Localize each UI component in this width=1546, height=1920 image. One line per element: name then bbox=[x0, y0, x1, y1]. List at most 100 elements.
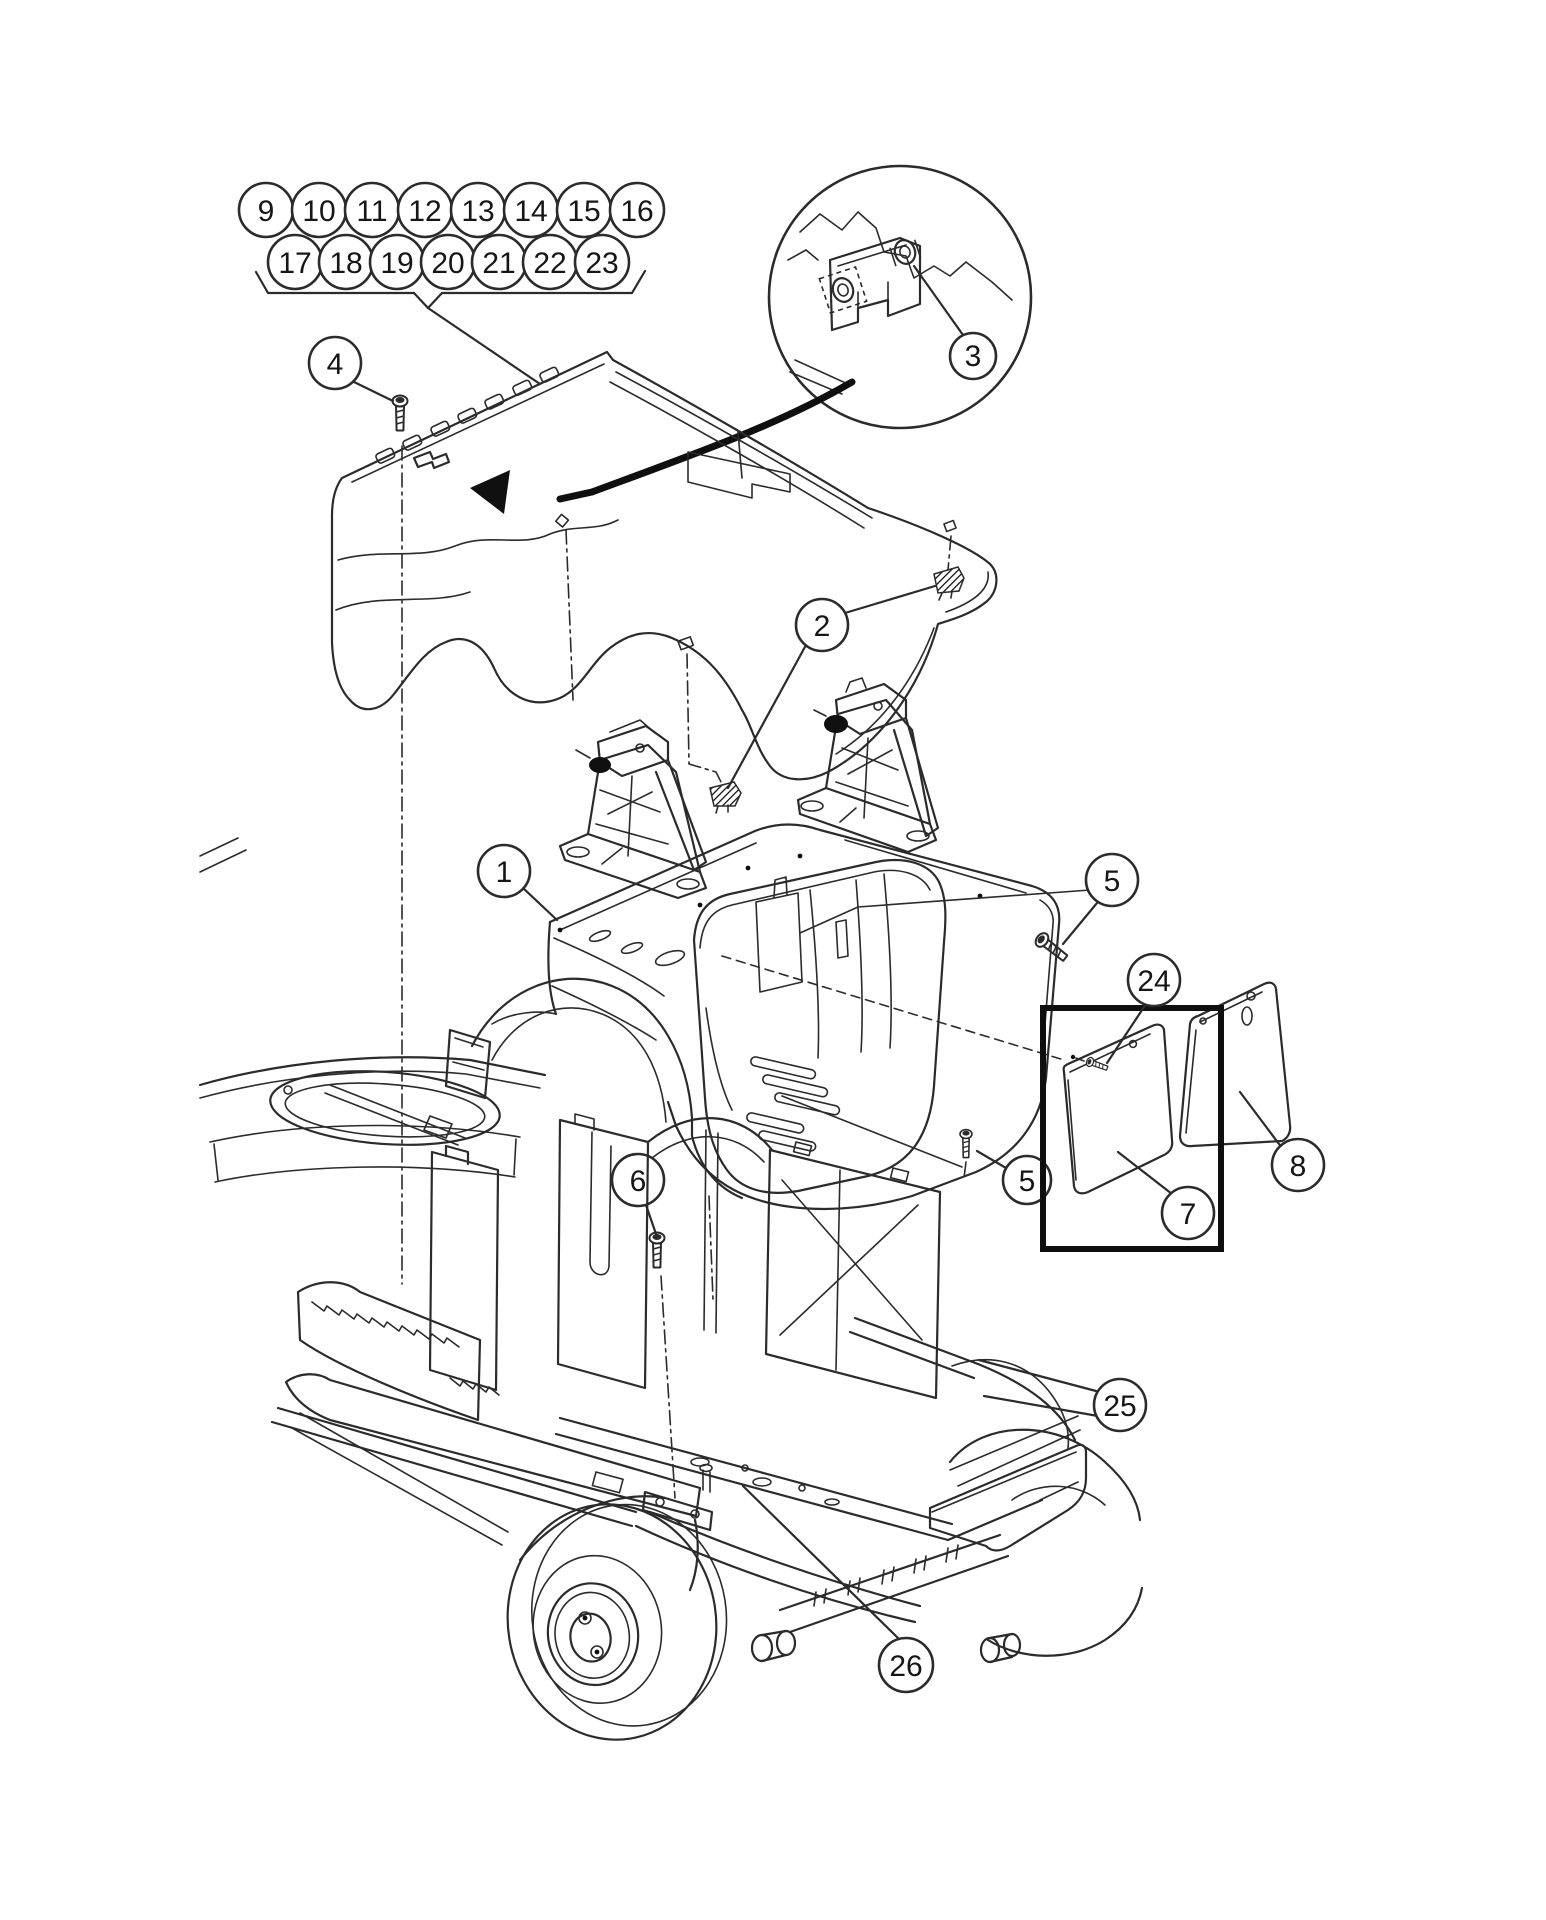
callout-25: 25 bbox=[1092, 1377, 1148, 1433]
clip-fastener bbox=[709, 781, 742, 807]
callout-12-label: 12 bbox=[408, 195, 441, 228]
support-truss-right bbox=[764, 1141, 942, 1400]
callout-7-label: 7 bbox=[1180, 1198, 1197, 1231]
rim bbox=[546, 1582, 640, 1687]
lug-nut bbox=[590, 1645, 604, 1659]
callout-23-label: 23 bbox=[585, 247, 618, 280]
callout-15: 15 bbox=[555, 181, 613, 239]
torn-edge-line2 bbox=[787, 249, 819, 261]
grid-brace-leader bbox=[426, 306, 542, 386]
callout-20: 20 bbox=[419, 233, 477, 291]
callout-2-leader bbox=[726, 584, 937, 790]
callout-5a-label: 5 bbox=[1104, 865, 1121, 898]
callout-4-label: 4 bbox=[327, 348, 344, 381]
callout-18-label: 18 bbox=[329, 247, 362, 280]
mount-marker bbox=[677, 636, 695, 651]
callout-5-upper: 5 bbox=[1084, 852, 1140, 908]
callout-8-label: 8 bbox=[1290, 1150, 1307, 1183]
callout-1-leader bbox=[521, 886, 559, 922]
rear-body-cowl bbox=[330, 350, 998, 781]
callout-25-leader bbox=[977, 1358, 1100, 1418]
chassis-frame bbox=[270, 1316, 1088, 1664]
callout-3-leader bbox=[912, 264, 965, 337]
callout-16: 16 bbox=[608, 181, 666, 239]
front-body-deck bbox=[198, 837, 547, 1183]
mount-marker bbox=[943, 519, 957, 533]
sidewall bbox=[532, 1554, 663, 1704]
edge-clips bbox=[375, 366, 560, 464]
clip-fastener bbox=[933, 566, 965, 594]
frame-slots bbox=[813, 1544, 959, 1607]
callout-9: 9 bbox=[237, 181, 295, 239]
callout-15-label: 15 bbox=[567, 195, 600, 228]
callout-6: 6 bbox=[610, 1152, 666, 1208]
callout-17: 17 bbox=[266, 233, 324, 291]
callout-12: 12 bbox=[396, 181, 454, 239]
rear-right-wheel bbox=[948, 1428, 1144, 1657]
screw-6 bbox=[648, 1231, 676, 1499]
torn-edge-line bbox=[799, 211, 1013, 301]
callout-5b-leader bbox=[975, 1149, 1008, 1170]
callout-22: 22 bbox=[521, 233, 579, 291]
tire bbox=[506, 1503, 718, 1741]
callout-18: 18 bbox=[317, 233, 375, 291]
callout-5-lower: 5 bbox=[1001, 1154, 1053, 1206]
deck-step-cutout bbox=[687, 431, 791, 499]
roller bbox=[750, 1629, 797, 1663]
front-left-wheel bbox=[506, 1503, 728, 1741]
callout-3-label: 3 bbox=[965, 340, 982, 373]
seat-hinge-bracket-right bbox=[796, 677, 940, 854]
callout-7-leader bbox=[1116, 1150, 1174, 1196]
divider-panel bbox=[428, 1144, 500, 1392]
screw-4 bbox=[391, 394, 409, 1285]
hinge-pin bbox=[589, 757, 611, 773]
battery-compartment bbox=[284, 1113, 942, 1518]
callout-1: 1 bbox=[476, 843, 532, 899]
callout-9-label: 9 bbox=[258, 195, 275, 228]
callout-10: 10 bbox=[290, 181, 348, 239]
clip-grommet-left bbox=[818, 266, 868, 314]
callout-26-label: 26 bbox=[889, 1650, 922, 1683]
callout-26-leader bbox=[741, 1484, 903, 1643]
callout-13-label: 13 bbox=[461, 195, 494, 228]
mud-flap-7 bbox=[1062, 1023, 1174, 1195]
divider-panel bbox=[556, 1118, 650, 1390]
fender-arch bbox=[444, 977, 744, 1200]
main-body bbox=[444, 823, 1061, 1211]
retainer-bracket-part3 bbox=[818, 236, 922, 332]
callout-17-label: 17 bbox=[278, 247, 311, 280]
callout-24: 24 bbox=[1126, 952, 1182, 1008]
callout-24-label: 24 bbox=[1137, 965, 1170, 998]
magnifier-circle bbox=[767, 164, 1033, 430]
callout-8: 8 bbox=[1270, 1137, 1326, 1193]
callout-22-label: 22 bbox=[533, 247, 566, 280]
callout-21: 21 bbox=[470, 233, 528, 291]
callout-11-label: 11 bbox=[356, 195, 387, 228]
screw-24 bbox=[1070, 1054, 1110, 1074]
callout-1-label: 1 bbox=[496, 856, 513, 889]
clip-grommet-right bbox=[889, 239, 922, 267]
snap-clips-item2: 2 bbox=[565, 529, 965, 814]
callout-8-leader bbox=[1238, 1090, 1284, 1150]
callout-13: 13 bbox=[449, 181, 507, 239]
callout-23: 23 bbox=[573, 233, 631, 291]
screw-5-lower bbox=[959, 1128, 973, 1179]
callout-25-label: 25 bbox=[1103, 1390, 1136, 1423]
lug-nut bbox=[578, 1611, 592, 1625]
callout-19: 19 bbox=[368, 233, 426, 291]
routing-arrow bbox=[470, 378, 856, 514]
callout-5a-leader bbox=[1061, 901, 1099, 946]
callout-4: 4 bbox=[307, 335, 363, 391]
floor-ribs bbox=[746, 1056, 841, 1152]
seat-hinge-bracket-left bbox=[558, 719, 708, 900]
callout-14: 14 bbox=[502, 181, 560, 239]
callout-20-label: 20 bbox=[431, 247, 464, 280]
callout-2-label: 2 bbox=[814, 610, 831, 643]
callout-7: 7 bbox=[1160, 1185, 1216, 1241]
highlight-box bbox=[1040, 1005, 1224, 1252]
callout-24-leader bbox=[1105, 1002, 1148, 1065]
callout-5a-long-leader bbox=[799, 889, 1091, 934]
flap-mount-line bbox=[721, 955, 1065, 1061]
